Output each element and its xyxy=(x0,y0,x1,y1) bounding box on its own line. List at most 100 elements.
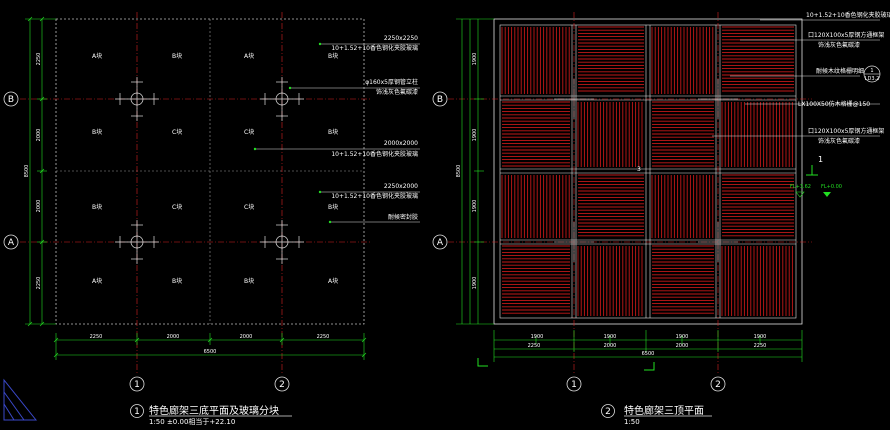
dim-text: 1900 xyxy=(472,53,478,66)
section-marker: 1 xyxy=(806,155,823,176)
note: 口120X100x5厚钢方通框架 xyxy=(808,127,884,135)
left-plan-columns xyxy=(115,77,304,264)
dim-text: 2000 xyxy=(36,200,42,213)
dim-text: 1900 xyxy=(531,334,544,340)
dim-text: 2250 xyxy=(90,334,103,340)
section-number: 1 xyxy=(818,155,823,164)
corner-ruler-icon xyxy=(3,378,38,421)
left-plan-dimensions-left xyxy=(25,16,56,327)
right-plan-column-marks xyxy=(554,79,738,262)
block-label: B块 xyxy=(92,128,102,136)
detail-callout: 1 LD3.2 xyxy=(863,65,881,83)
note: 饰浅灰色氟碳漆 xyxy=(818,137,860,145)
column-symbol xyxy=(260,77,304,121)
right-plan-axis-lines xyxy=(448,12,812,375)
right-plan-inner-frame xyxy=(499,24,797,319)
left-plan-block-labels: A块 B块 A块 B块 B块 C块 C块 B块 B块 C块 C块 B块 A块 B… xyxy=(92,52,338,285)
wood-grating xyxy=(501,26,794,316)
left-plan-leaders xyxy=(253,42,420,224)
left-plan: A块 B块 A块 B块 B块 C块 C块 B块 B块 C块 C块 B块 A块 B… xyxy=(3,12,420,426)
note-spec: 耐候密封胶 xyxy=(388,213,418,221)
axis-label: 2 xyxy=(279,380,285,390)
detail-callout-bottom: LD3.2 xyxy=(865,76,880,82)
dim-text: 1900 xyxy=(472,129,478,142)
block-label: B块 xyxy=(172,52,182,60)
drawing-title: 特色廊架三顶平面 xyxy=(624,404,704,417)
left-plan-title-block: 1 特色廊架三底平面及玻璃分块 1:50 ±0.00相当于+22.10 xyxy=(130,404,292,426)
axis-label: 1 xyxy=(134,380,140,390)
right-plan-dim-text-bottom: 1900 1900 1900 1900 2250 2000 2000 2250 … xyxy=(528,334,767,357)
block-label: B块 xyxy=(328,128,338,136)
note-spec: 10+1.52+10香色钢化夹胶玻璃 xyxy=(331,192,418,200)
note: LX100X50仿木格栅@150 xyxy=(798,100,870,108)
dim-total: 8500 xyxy=(24,165,30,178)
block-label: C块 xyxy=(244,203,254,211)
dim-text: 1900 xyxy=(472,277,478,290)
level-label: FL+0.00 xyxy=(821,184,842,190)
axis-label: B xyxy=(8,95,14,105)
dim-text: 1900 xyxy=(676,334,689,340)
right-plan-section-brackets xyxy=(477,358,655,371)
right-plan-notes: 10+1.52+10香色钢化夹胶玻璃 口120X100x5厚钢方通框架 饰浅灰色… xyxy=(798,11,890,145)
axis-bubble-A xyxy=(3,234,19,250)
drawing-title: 特色廊架三底平面及玻璃分块 xyxy=(149,404,279,417)
left-plan-dim-text-bottom: 2250 2000 2000 2250 6500 xyxy=(90,334,330,355)
axis-label: 2 xyxy=(715,380,721,390)
dim-text: 2250 xyxy=(528,343,541,349)
right-plan-dimensions-bottom xyxy=(493,330,803,362)
center-mark: 3 xyxy=(637,166,641,173)
dim-text: 2000 xyxy=(604,343,617,349)
level-marks: FL+3.62 FL+0.00 xyxy=(790,184,842,198)
note: 耐候木纹格栅明细 xyxy=(816,67,864,75)
note-size: 2250x2000 xyxy=(384,183,418,190)
note: 10+1.52+10香色钢化夹胶玻璃 xyxy=(806,11,890,19)
note: 饰浅灰色氟碳漆 xyxy=(818,41,860,49)
block-label: B块 xyxy=(244,277,254,285)
level-label: FL+3.62 xyxy=(790,184,811,190)
dim-text: 2250 xyxy=(754,343,767,349)
column-symbol xyxy=(115,77,159,121)
block-label: B块 xyxy=(328,203,338,211)
title-number-bubble xyxy=(130,404,144,418)
dim-text: 1900 xyxy=(754,334,767,340)
block-label: A块 xyxy=(92,52,102,60)
right-plan-title-block: 2 特色廊架三顶平面 1:50 xyxy=(601,404,712,426)
left-plan-axis-bubbles: B A 1 2 xyxy=(3,91,290,392)
title-number-bubble xyxy=(601,404,615,418)
title-number: 2 xyxy=(605,407,611,417)
right-plan-axis-bubbles: B A 1 2 xyxy=(432,91,726,392)
dim-text: 2000 xyxy=(36,129,42,142)
block-label: C块 xyxy=(244,128,254,136)
left-plan-axis-lines xyxy=(20,12,372,375)
dim-text: 2000 xyxy=(676,343,689,349)
left-plan-dim-text-left: 2250 2000 2000 2250 8500 xyxy=(24,53,42,290)
block-label: A块 xyxy=(328,277,338,285)
axis-bubble-B xyxy=(3,91,19,107)
detail-callout-top: 1 xyxy=(870,68,873,74)
axis-bubble-2 xyxy=(274,376,290,392)
dim-total: 6500 xyxy=(204,349,217,355)
title-number: 1 xyxy=(134,407,140,417)
dim-text: 1900 xyxy=(472,200,478,213)
note-size: 2000x2000 xyxy=(384,140,418,147)
block-label: C块 xyxy=(172,128,182,136)
left-plan-dimensions-bottom xyxy=(53,333,367,360)
right-plan: 3 10+1.52+10香色钢化夹胶玻璃 口120X100x5厚钢方通框架 饰浅… xyxy=(432,11,890,426)
right-plan-dim-text-left: 1900 1900 1900 1900 8500 xyxy=(456,53,478,290)
dim-text: 2250 xyxy=(317,334,330,340)
block-label: B块 xyxy=(328,52,338,60)
axis-label: A xyxy=(8,238,15,248)
note-spec: 10+1.52+10香色钢化夹胶玻璃 xyxy=(331,150,418,158)
axis-bubble-1 xyxy=(129,376,145,392)
note: 口120X100x5厚钢方通框架 xyxy=(808,31,884,39)
axis-bubble-B xyxy=(432,91,448,107)
column-symbol xyxy=(115,220,159,264)
axis-bubble-1 xyxy=(566,376,582,392)
drawing-subtitle: 1:50 ±0.00相当于+22.10 xyxy=(149,417,235,426)
axis-label: 1 xyxy=(571,380,577,390)
block-label: B块 xyxy=(172,277,182,285)
axis-bubble-A xyxy=(432,234,448,250)
axis-bubble-2 xyxy=(710,376,726,392)
left-plan-notes: 2250x2250 10+1.52+10香色钢化夹胶玻璃 φ160x5厚钢管立柱… xyxy=(331,35,418,221)
